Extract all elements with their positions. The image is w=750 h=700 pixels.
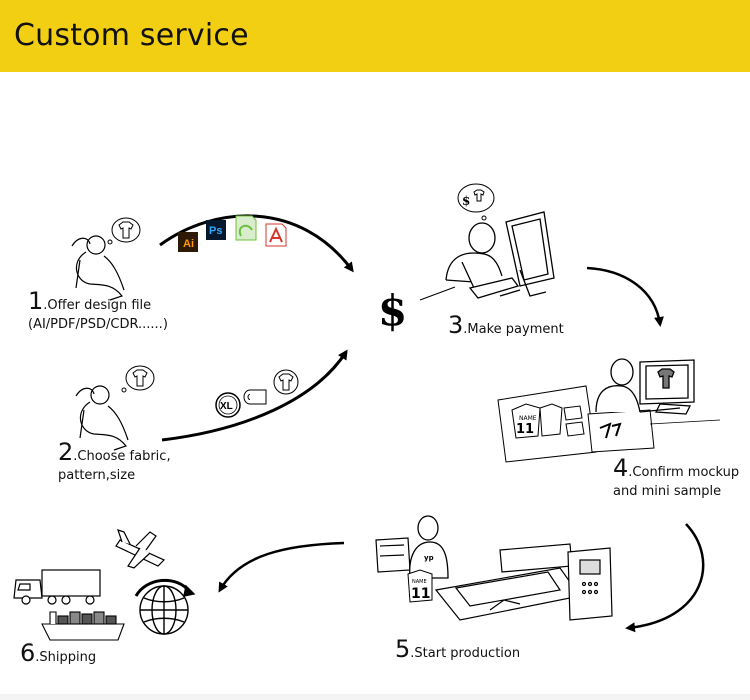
cargo-ship-icon <box>41 611 125 641</box>
thought-bubble-payment-icon: $ <box>457 183 495 221</box>
person-at-computer-icon <box>445 211 555 299</box>
page-header: Custom service <box>0 0 750 72</box>
mockup-sheet-icon: NAME 11 <box>497 385 597 463</box>
step-3-text: .Make payment <box>463 322 564 337</box>
step-3-label: 3.Make payment <box>448 313 564 339</box>
step-1-label: 1.Offer design file (AI/PDF/PSD/CDR.....… <box>28 289 168 334</box>
person-thinking-icon <box>75 385 129 451</box>
person-at-monitor-icon <box>595 358 721 425</box>
svg-text:11: 11 <box>516 422 534 437</box>
step-5-text: .Start production <box>410 646 521 661</box>
svg-text:NAME: NAME <box>519 415 537 422</box>
payment-pointer-line <box>419 286 456 301</box>
step-1-number: 1 <box>28 287 44 315</box>
step-4-number: 4 <box>613 454 629 482</box>
svg-text:NAME: NAME <box>412 579 427 585</box>
step-2-number: 2 <box>58 438 74 466</box>
ps-file-icon: Ps <box>206 220 226 240</box>
bottom-strip <box>0 694 750 700</box>
person-thinking-icon <box>71 235 125 301</box>
arrow-2-to-3 <box>161 349 348 442</box>
svg-text:Ai: Ai <box>183 238 194 250</box>
step-2-text-line2: pattern,size <box>58 468 136 483</box>
thought-bubble-shirt-icon <box>107 217 141 245</box>
cdr-file-icon <box>235 215 257 241</box>
page-title: Custom service <box>14 18 249 53</box>
arrow-3-to-4 <box>586 266 664 327</box>
step-4-text: .Confirm mockup <box>628 465 740 480</box>
fabric-roll-icon <box>243 389 267 405</box>
arrow-4-to-5 <box>625 523 705 633</box>
truck-icon <box>13 569 101 605</box>
step-3-number: 3 <box>448 311 464 339</box>
ai-file-icon: Ai <box>178 232 198 252</box>
shirt-icon <box>273 369 299 395</box>
pdf-file-icon <box>265 223 287 247</box>
printing-machine-icon <box>434 543 613 621</box>
globe-icon <box>134 578 196 635</box>
step-1-text: .Offer design file <box>43 298 152 313</box>
step-6-number: 6 <box>20 639 36 667</box>
step-1-text-line2: (AI/PDF/PSD/CDR......) <box>28 317 168 332</box>
svg-text:yp: yp <box>424 554 434 562</box>
step-5-label: 5.Start production <box>395 637 520 663</box>
step-6-text: .Shipping <box>35 650 97 665</box>
step-4-text-line2: and mini sample <box>613 484 722 499</box>
size-xl-icon: XL <box>215 392 241 418</box>
sewing-machine-icon <box>375 537 411 573</box>
worker-icon: yp <box>409 515 449 579</box>
svg-text:Ps: Ps <box>209 225 222 237</box>
step-6-label: 6.Shipping <box>20 641 96 667</box>
svg-text:11: 11 <box>411 586 430 602</box>
thought-bubble-shirt-icon <box>121 365 155 393</box>
airplane-icon <box>115 529 166 569</box>
svg-text:XL: XL <box>220 401 233 412</box>
step-4-label: 4.Confirm mockup and mini sample <box>613 456 739 501</box>
arrow-5-to-6 <box>218 541 345 593</box>
arrow-1-to-3 <box>159 214 354 273</box>
svg-text:$: $ <box>462 194 470 208</box>
step-2-label: 2.Choose fabric, pattern,size <box>58 440 171 485</box>
sample-box-icon <box>587 409 655 453</box>
step-5-number: 5 <box>395 635 411 663</box>
dollar-sign-icon: $ <box>378 286 407 335</box>
jersey-print-icon: NAME 11 <box>407 569 433 603</box>
step-2-text: .Choose fabric, <box>73 449 171 464</box>
